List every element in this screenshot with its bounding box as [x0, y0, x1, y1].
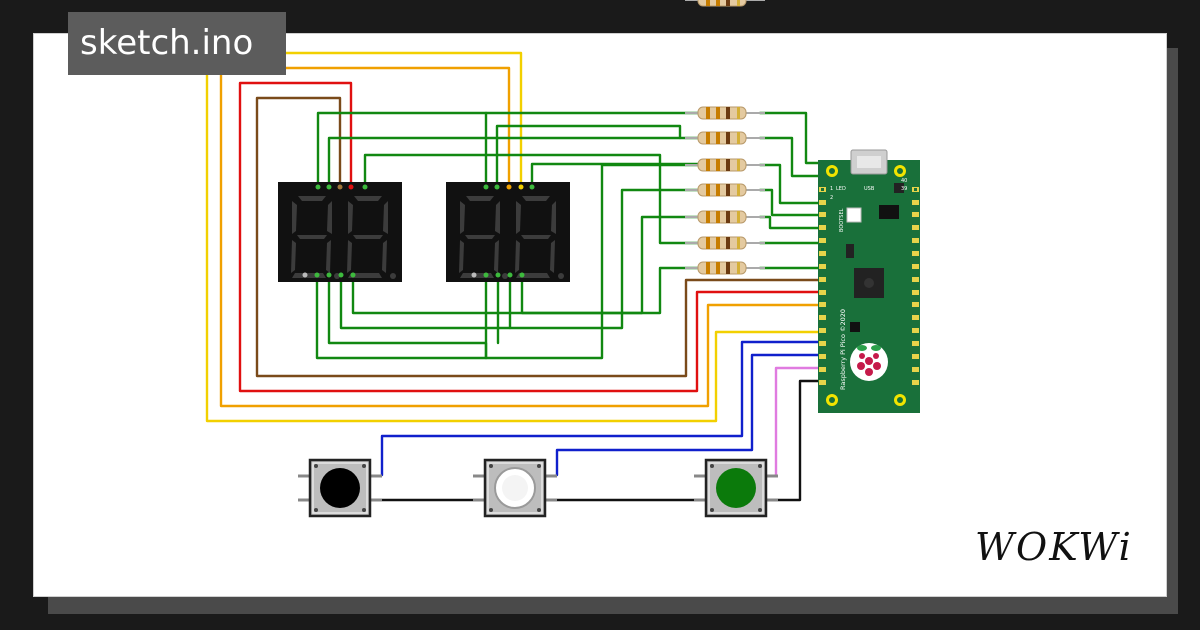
wire-orange-outer	[219, 66, 824, 408]
pico-pin40-label: 40	[901, 178, 907, 184]
pico-pin39-label: 39	[901, 186, 907, 192]
wire-green-c3	[339, 188, 702, 330]
resistor-5[interactable]	[684, 210, 766, 224]
wire-green-c1	[315, 163, 702, 360]
resistor-7[interactable]	[684, 261, 766, 275]
wire-green-c8	[520, 266, 702, 315]
wire-green-r5	[758, 215, 824, 230]
pico-usb-label: USB	[864, 186, 875, 192]
wire-green-a1	[316, 111, 702, 189]
wire-green-a3	[363, 153, 702, 245]
wire-green-a2	[327, 136, 702, 189]
wire-green-b2	[495, 124, 682, 189]
raspberry-logo	[850, 343, 888, 381]
resistor-array[interactable]	[684, 0, 766, 275]
resistor-4[interactable]	[684, 183, 766, 197]
pico-bootsel-label: BOOTSEL	[839, 208, 845, 232]
pico-pin1-label: 1	[830, 186, 833, 192]
seven-segment-display-left[interactable]	[278, 182, 402, 282]
resistor-3[interactable]	[684, 158, 766, 172]
pushbutton-white[interactable]	[471, 458, 559, 518]
wire-black-ground	[375, 379, 824, 502]
resistor-1[interactable]	[684, 106, 766, 120]
wire-green-r3	[758, 163, 824, 205]
raspberry-pi-pico[interactable]: 1 2 40 39 LED USB BOOTSEL Raspberry Pi P…	[818, 149, 920, 413]
wire-green-r2	[758, 136, 824, 178]
wokwi-logo: WOKWi	[975, 525, 1133, 569]
pushbutton-green[interactable]	[692, 458, 780, 518]
wire-brown-outer	[255, 96, 824, 378]
wire-pink-green-button	[774, 366, 824, 477]
wire-green-r4	[758, 188, 824, 217]
pushbutton-black[interactable]	[296, 458, 384, 518]
file-tab[interactable]: sketch.ino	[68, 12, 286, 75]
resistor	[685, 0, 765, 7]
pico-pin2-label: 2	[830, 195, 833, 201]
pico-led-label: LED	[836, 186, 846, 192]
resistor-2[interactable]	[684, 131, 766, 145]
resistor-6[interactable]	[684, 236, 766, 250]
seven-segment-display-right[interactable]	[446, 182, 570, 282]
wire-green-r1	[758, 111, 824, 165]
wire-blue-white-button	[555, 353, 824, 477]
wire-red-outer	[238, 81, 824, 393]
pico-silkscreen-label: Raspberry Pi Pico ©2020	[839, 309, 847, 390]
wire-blue-black-button	[380, 340, 824, 477]
wire-yellow-outer	[205, 51, 824, 423]
